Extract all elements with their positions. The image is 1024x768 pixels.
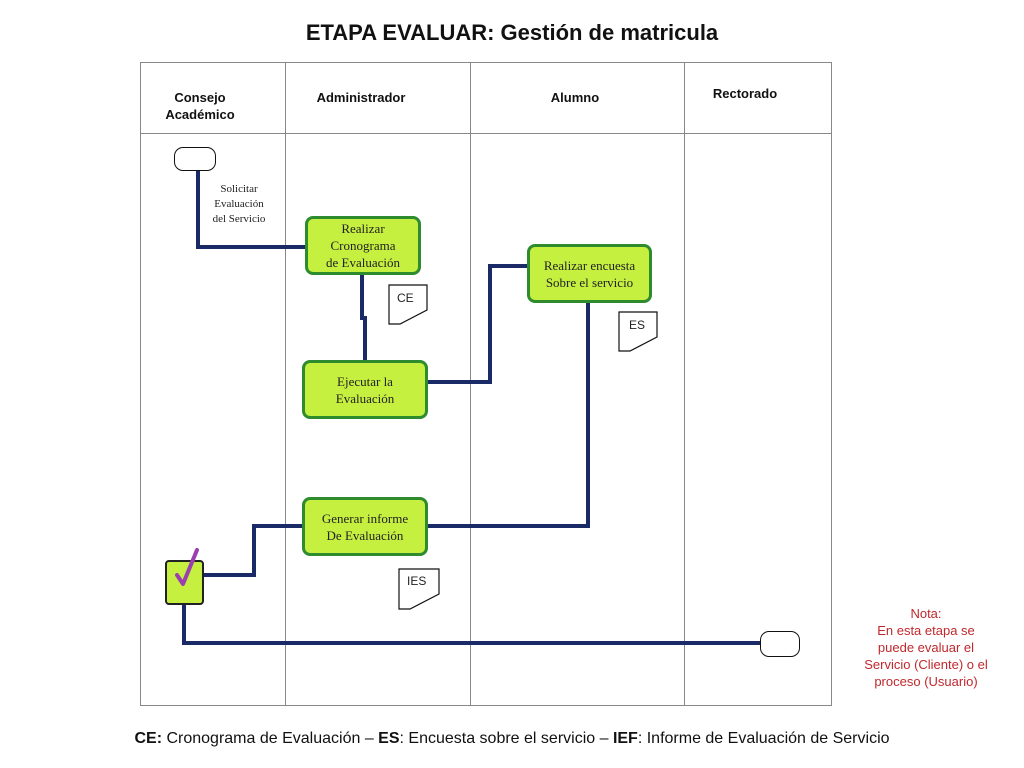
document-icon	[618, 311, 658, 352]
evaluation-checkbox	[165, 548, 204, 605]
note-line: proceso (Usuario)	[874, 674, 978, 689]
note-line: Servicio (Cliente) o el	[864, 657, 988, 672]
legend-text-ce: Cronograma de Evaluación –	[162, 730, 379, 747]
connector-informe-to-check	[204, 524, 302, 577]
process-label-line: De Evaluación	[326, 527, 404, 543]
process-label-line: de Evaluación	[326, 255, 400, 270]
process-ejecutar-evaluacion: Ejecutar la Evaluación	[302, 360, 428, 419]
document-label-es: ES	[629, 318, 646, 332]
page-title: ETAPA EVALUAR: Gestión de matricula	[305, 20, 719, 45]
note-line: En esta etapa se	[877, 623, 975, 638]
connector-cronograma-to-ejecutar	[360, 275, 367, 360]
lane-divider	[684, 63, 685, 705]
lane-header-alumno: Alumno	[550, 90, 600, 105]
lane-header-consejo: Consejo Académico	[150, 89, 250, 123]
connector-ejecutar-to-encuesta	[428, 264, 527, 384]
process-label-line: Ejecutar la	[337, 373, 393, 389]
process-label-line: Cronograma	[330, 238, 396, 253]
legend: CE: Cronograma de Evaluación – ES: Encue…	[0, 730, 1024, 748]
document-icon	[398, 568, 440, 610]
lane-label-line: Académico	[165, 107, 235, 122]
lane-header-rectorado: Rectorado	[712, 86, 778, 101]
process-realizar-encuesta: Realizar encuesta Sobre el servicio	[527, 244, 652, 303]
end-terminator	[760, 631, 800, 657]
connector-check-to-end	[182, 605, 760, 645]
process-realizar-cronograma: Realizar Cronograma de Evaluación	[305, 216, 421, 275]
lane-label-line: Consejo	[174, 90, 226, 105]
lane-header-administrador: Administrador	[316, 90, 406, 105]
document-label-ce: CE	[397, 291, 414, 305]
legend-text-es: : Encuesta sobre el servicio –	[399, 730, 613, 747]
legend-abbr-ief: IEF	[612, 730, 638, 747]
note-line: puede evaluar el	[877, 640, 975, 655]
process-label-line: Evaluación	[335, 390, 395, 406]
connector-start-to-cronograma	[196, 171, 305, 249]
process-label-line: Realizar encuesta	[543, 257, 636, 273]
document-label-ies: IES	[407, 574, 427, 588]
document-icon	[388, 284, 428, 325]
start-terminator	[174, 147, 216, 171]
legend-abbr-es: ES	[378, 730, 400, 747]
solicitar-annotation: Solicitar Evaluación del Servicio	[196, 182, 282, 227]
process-label-line: Generar informe	[321, 510, 409, 526]
process-label-line: Sobre el servicio	[545, 274, 634, 290]
annotation-line: del Servicio	[212, 213, 266, 225]
connector-encuesta-to-informe	[428, 303, 590, 528]
process-generar-informe: Generar informe De Evaluación	[302, 497, 428, 556]
legend-abbr-ce: CE:	[134, 730, 163, 747]
legend-text-ief: : Informe de Evaluación de Servicio	[637, 730, 890, 747]
lane-header-divider	[141, 133, 831, 134]
process-label-line: Realizar	[341, 221, 385, 236]
annotation-line: Solicitar	[220, 183, 258, 195]
check-mark-icon	[175, 548, 199, 586]
lane-divider	[285, 63, 286, 705]
note-line: Nota:	[910, 606, 942, 621]
annotation-line: Evaluación	[214, 198, 264, 210]
note-box: Nota: En esta etapa se puede evaluar el …	[846, 605, 1006, 690]
